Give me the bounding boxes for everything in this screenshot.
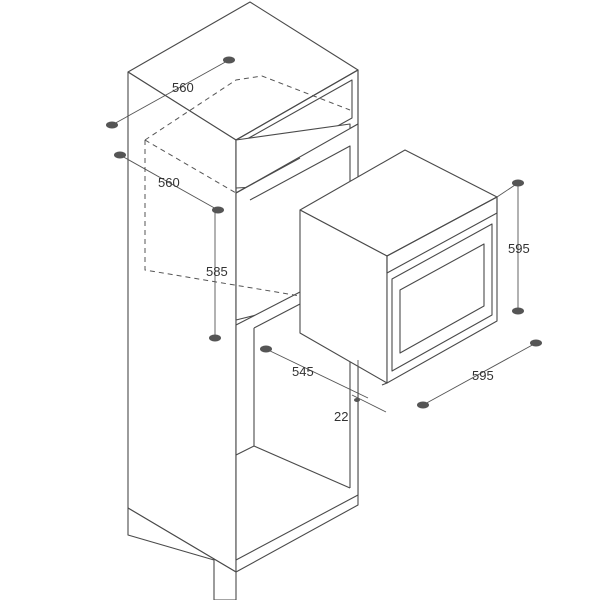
oven-control-panel — [386, 196, 498, 274]
niche-dashed-top — [144, 75, 351, 141]
cabinet-plinth — [127, 507, 237, 600]
label-front-offset: 22 — [334, 409, 348, 424]
dim-end-dot — [260, 345, 272, 353]
dim-end-dot — [223, 56, 235, 64]
label-niche-width: 560 — [172, 80, 194, 95]
dimension-labels: 560 560 585 595 595 545 22 — [158, 80, 530, 424]
dim-niche-width-line — [111, 59, 230, 126]
oven-window — [399, 243, 485, 354]
oven — [299, 149, 498, 386]
oven-door — [391, 223, 493, 372]
dim-oven-depth-line — [265, 348, 369, 399]
label-oven-width: 595 — [472, 368, 494, 383]
dim-end-dot — [512, 307, 524, 315]
dimension-lines — [106, 56, 542, 413]
niche-top-edge — [235, 157, 301, 194]
cabinet-side-face — [127, 71, 237, 573]
dim-end-dot — [354, 398, 360, 402]
dim-end-dot — [114, 151, 126, 159]
dim-end-dot — [512, 179, 524, 187]
label-niche-depth: 560 — [158, 175, 180, 190]
lower-floor-edge — [235, 445, 255, 456]
niche-dashed-outline — [144, 140, 301, 297]
dim-oven-width-line — [422, 342, 537, 406]
dim-end-dot — [417, 401, 429, 409]
dim-end-dot — [106, 121, 118, 129]
label-oven-depth: 545 — [292, 364, 314, 379]
label-oven-height: 595 — [508, 241, 530, 256]
dim-end-dot — [212, 206, 224, 214]
dim-end-dot — [209, 334, 221, 342]
label-niche-height: 585 — [206, 264, 228, 279]
oven-foot — [381, 382, 388, 386]
dim-end-dot — [530, 339, 542, 347]
dim-niche-depth-line — [119, 154, 219, 211]
